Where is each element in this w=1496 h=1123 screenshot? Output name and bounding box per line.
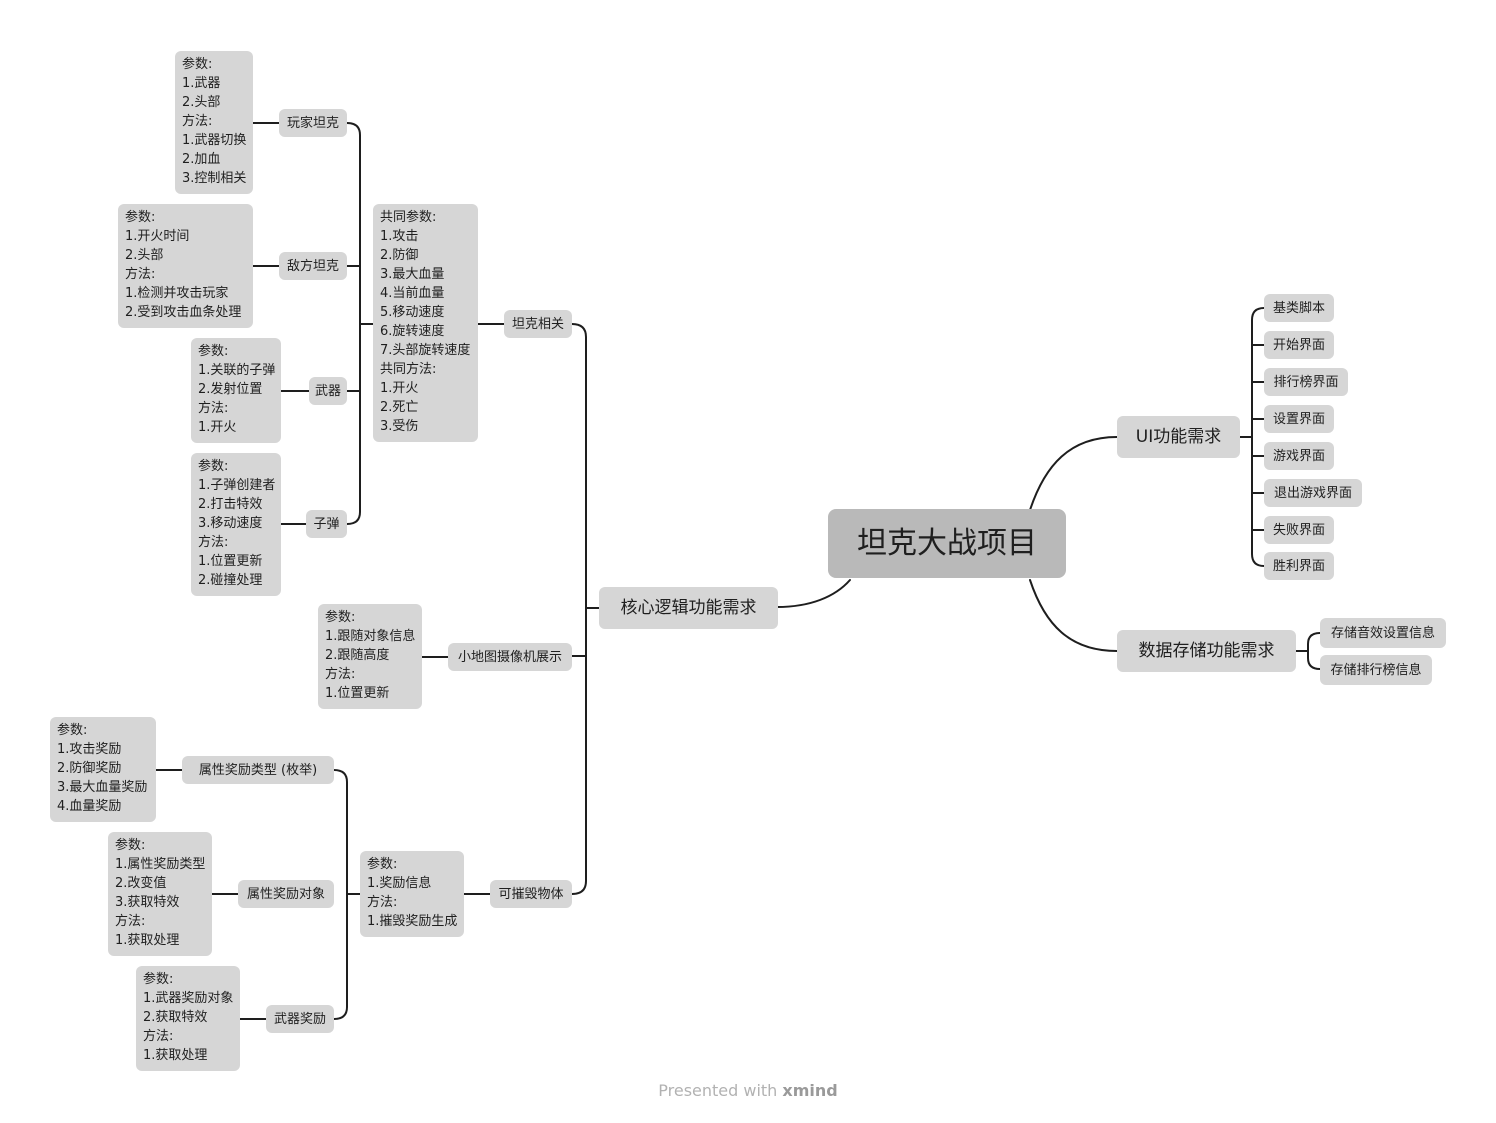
storage-bracket <box>1295 632 1321 670</box>
attr-reward-type-detail[interactable]: 参数: 1.攻击奖励 2.防御奖励 3.最大血量奖励 4.血量奖励 <box>50 717 156 822</box>
enemy-tank-detail[interactable]: 参数: 1.开火时间 2.头部 方法: 1.检测并攻击玩家 2.受到攻击血条处理 <box>118 204 253 328</box>
storage-item[interactable]: 存储音效设置信息 <box>1320 618 1446 648</box>
ui-item[interactable]: 失败界面 <box>1264 516 1334 544</box>
core-bracket <box>571 323 600 895</box>
ui-bracket <box>1239 307 1265 567</box>
tank-leaf-links <box>252 122 310 525</box>
destructible-bracket <box>333 769 361 1020</box>
destructible-topic[interactable]: 可摧毁物体 <box>490 880 572 908</box>
ui-item[interactable]: 游戏界面 <box>1264 442 1334 470</box>
player-tank-detail[interactable]: 参数: 1.武器 2.头部 方法: 1.武器切换 2.加血 3.控制相关 <box>175 51 253 194</box>
footer-credit: Presented with xmind <box>0 1081 1496 1100</box>
weapon-detail[interactable]: 参数: 1.关联的子弹 2.发射位置 方法: 1.开火 <box>191 338 281 443</box>
ui-item[interactable]: 开始界面 <box>1264 331 1334 359</box>
bullet-detail[interactable]: 参数: 1.子弹创建者 2.打击特效 3.移动速度 方法: 1.位置更新 2.碰… <box>191 453 281 596</box>
connector-ui <box>1029 436 1118 511</box>
attr-reward-object-detail[interactable]: 参数: 1.属性奖励类型 2.改变值 3.获取特效 方法: 1.获取处理 <box>108 832 212 956</box>
storage-requirements-topic[interactable]: 数据存储功能需求 <box>1117 630 1296 672</box>
footer-prefix: Presented with <box>658 1081 783 1100</box>
ui-requirements-topic[interactable]: UI功能需求 <box>1117 416 1240 458</box>
ui-item[interactable]: 基类脚本 <box>1264 294 1334 322</box>
enemy-tank-topic[interactable]: 敌方坦克 <box>279 252 347 280</box>
core-logic-topic[interactable]: 核心逻辑功能需求 <box>599 587 778 629</box>
weapon-topic[interactable]: 武器 <box>309 377 347 405</box>
minimap-camera-topic[interactable]: 小地图摄像机展示 <box>448 643 572 671</box>
tank-common-detail[interactable]: 共同参数: 1.攻击 2.防御 3.最大血量 4.当前血量 5.移动速度 6.旋… <box>373 204 478 442</box>
ui-item[interactable]: 设置界面 <box>1264 405 1334 433</box>
ui-item[interactable]: 胜利界面 <box>1264 552 1334 580</box>
attr-reward-object-topic[interactable]: 属性奖励对象 <box>238 880 334 908</box>
destructible-leaf-links <box>155 769 267 1020</box>
player-tank-topic[interactable]: 玩家坦克 <box>279 109 347 137</box>
bullet-topic[interactable]: 子弹 <box>306 510 347 538</box>
connector-storage <box>1029 579 1118 652</box>
weapon-reward-detail[interactable]: 参数: 1.武器奖励对象 2.获取特效 方法: 1.获取处理 <box>136 966 240 1071</box>
ui-item[interactable]: 排行榜界面 <box>1264 368 1348 396</box>
attr-reward-type-topic[interactable]: 属性奖励类型 (枚举) <box>182 756 334 784</box>
ui-item[interactable]: 退出游戏界面 <box>1264 479 1362 507</box>
tank-bracket <box>346 122 374 525</box>
destructible-detail[interactable]: 参数: 1.奖励信息 方法: 1.摧毁奖励生成 <box>360 851 464 937</box>
weapon-reward-topic[interactable]: 武器奖励 <box>266 1005 334 1033</box>
tank-topic[interactable]: 坦克相关 <box>504 310 572 338</box>
storage-item[interactable]: 存储排行榜信息 <box>1320 655 1432 685</box>
connector-core <box>776 579 851 608</box>
minimap-camera-detail[interactable]: 参数: 1.跟随对象信息 2.跟随高度 方法: 1.位置更新 <box>318 604 422 709</box>
central-topic[interactable]: 坦克大战项目 <box>828 509 1066 578</box>
xmind-logo: xmind <box>782 1081 838 1100</box>
